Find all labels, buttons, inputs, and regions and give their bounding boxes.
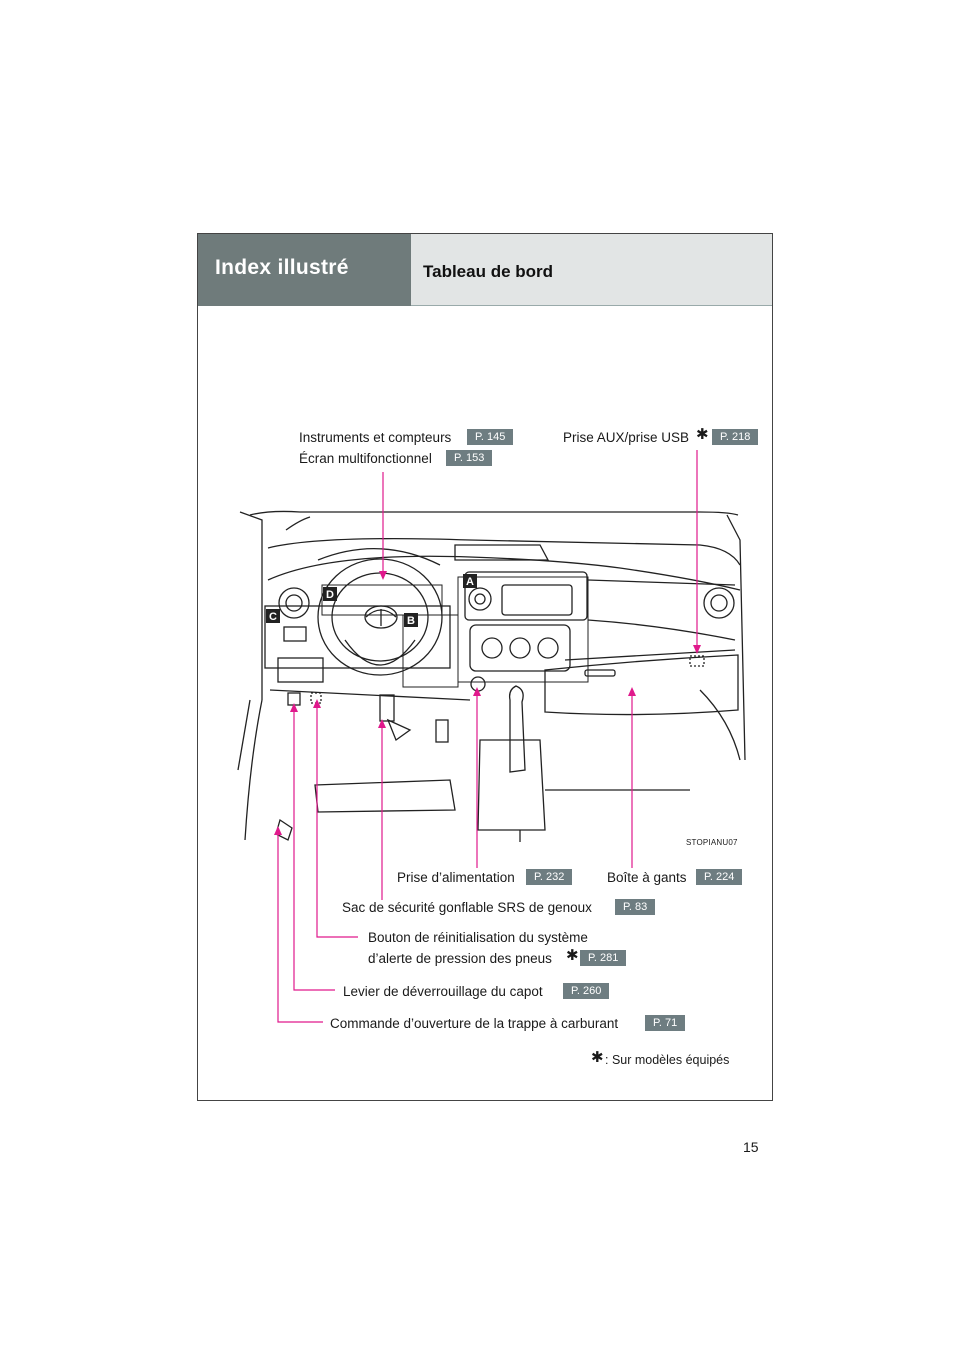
knee-airbag-page-ref[interactable]: P. 83 [615, 899, 656, 915]
glove-box-label: Boîte à gants [607, 870, 687, 885]
page-header: Tableau de bord [411, 234, 772, 306]
equipped-mark-icon: ✱ [591, 1049, 604, 1066]
zone-label-d: D [326, 589, 334, 601]
knee-airbag-label: Sac de sécurité gonflable SRS de genoux [342, 900, 592, 915]
zone-label-a: A [466, 576, 474, 588]
fuel-door-page-ref[interactable]: P. 71 [645, 1015, 686, 1031]
page-title: Tableau de bord [423, 262, 554, 281]
zone-label-b: B [407, 615, 415, 627]
tpms-reset-label-line2: d’alerte de pression des pneus [368, 951, 552, 966]
hood-lever-label: Levier de déverrouillage du capot [343, 984, 543, 999]
aux-usb-page-ref[interactable]: P. 218 [712, 429, 759, 445]
zone-label-c: C [269, 611, 277, 623]
fuel-door-label: Commande d’ouverture de la trappe à carb… [330, 1016, 619, 1031]
instruments-label: Instruments et compteurs [299, 430, 452, 445]
page-number: 15 [743, 1139, 759, 1155]
tpms-reset-page-ref[interactable]: P. 281 [580, 950, 627, 966]
section-title: Index illustré [215, 256, 349, 279]
footnote: : Sur modèles équipés [605, 1053, 730, 1067]
multi-display-page-ref[interactable]: P. 153 [446, 450, 493, 466]
page-frame: Index illustré Tableau de bord [197, 233, 773, 1101]
section-header: Index illustré [198, 234, 411, 306]
power-outlet-label: Prise d’alimentation [397, 870, 515, 885]
glove-box-page-ref[interactable]: P. 224 [696, 869, 743, 885]
illustration-code: STOPIANU07 [686, 838, 738, 847]
aux-usb-label: Prise AUX/prise USB [563, 430, 690, 445]
multi-display-label: Écran multifonctionnel [299, 451, 432, 466]
equipped-mark-icon: ✱ [696, 426, 709, 443]
hood-lever-page-ref[interactable]: P. 260 [563, 983, 610, 999]
equipped-mark-icon: ✱ [566, 947, 579, 964]
instruments-page-ref[interactable]: P. 145 [467, 429, 514, 445]
power-outlet-page-ref[interactable]: P. 232 [526, 869, 573, 885]
tpms-reset-label-line1: Bouton de réinitialisation du système [368, 930, 588, 945]
